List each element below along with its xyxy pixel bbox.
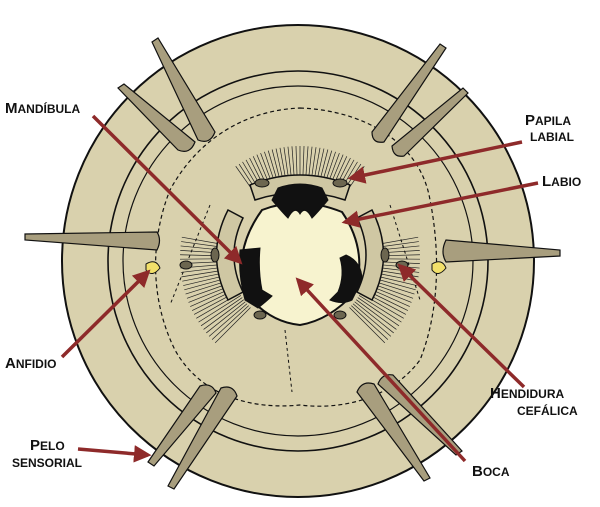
- label-anfidio: ANFIDIO: [5, 355, 57, 372]
- label-boca: BOCA: [472, 463, 510, 480]
- papilla-4: [380, 247, 390, 263]
- hatch-line: [275, 148, 284, 180]
- pointer-arrows: [60, 114, 539, 463]
- seta-left: [24, 231, 161, 251]
- arrow-labio: [341, 181, 539, 228]
- hatch-line: [354, 301, 394, 334]
- mandible-left: [239, 247, 273, 309]
- hatch-line: [325, 151, 336, 183]
- sensory-setae: [24, 37, 561, 490]
- hatch-line: [351, 305, 389, 340]
- papilla-7: [179, 260, 193, 270]
- hatch-line: [322, 150, 333, 182]
- hatch-line: [206, 301, 246, 334]
- seta-top-left-2: [117, 83, 196, 152]
- hatch-line: [283, 147, 289, 179]
- hatch-line: [349, 307, 386, 344]
- hatch-line: [264, 151, 275, 183]
- mandible-dorsal: [271, 183, 329, 219]
- arrow-pelo: [77, 445, 152, 463]
- hatch-line: [302, 146, 305, 179]
- label-pelo-sensorial: PELO SENSORIAL: [12, 437, 82, 470]
- hatch-line: [279, 147, 287, 180]
- seta-bottom-left-2: [167, 386, 238, 490]
- hatch-line: [295, 146, 298, 179]
- hatch-line: [313, 147, 321, 180]
- head-ring-middle: [107, 70, 489, 452]
- hatch-line: [356, 299, 397, 330]
- hatch-line: [200, 297, 243, 327]
- hatch-line: [208, 303, 248, 337]
- papilla-6: [333, 310, 347, 320]
- lateral-dashed-lines: [169, 204, 421, 393]
- label-labio: LABIO: [542, 173, 581, 190]
- labial-papillae: [179, 178, 409, 320]
- hatch-line: [211, 305, 249, 340]
- amphid-right: [431, 261, 447, 274]
- amphids: [145, 261, 447, 274]
- hatch-line: [291, 146, 295, 179]
- seta-bottom-left-1: [147, 384, 217, 467]
- arrow-mandibula: [91, 114, 243, 265]
- seta-top-left-1: [151, 37, 216, 142]
- hatch-line: [357, 297, 400, 327]
- papilla-3: [210, 247, 220, 263]
- arrow-boca: [295, 277, 467, 463]
- hatch-line: [287, 146, 292, 179]
- label-hendidura-cefalica: HENDIDURA CEFÁLICA: [490, 385, 578, 418]
- arrow-hendidura: [397, 263, 526, 389]
- hatch-line: [308, 146, 313, 179]
- hatch-line: [305, 146, 309, 179]
- hatch-line: [319, 149, 329, 181]
- seta-bottom-right-1: [356, 382, 431, 482]
- hatch-line: [203, 299, 244, 330]
- hatch-line: [358, 295, 402, 323]
- hatch-line: [352, 303, 392, 337]
- seta-top-right-2: [391, 87, 469, 157]
- seta-top-right-1: [371, 43, 447, 143]
- hatch-line: [267, 150, 278, 182]
- mandible-right: [329, 254, 363, 303]
- mandibles: [239, 183, 363, 309]
- lip-right: [356, 208, 385, 302]
- hatch-line: [271, 149, 281, 181]
- hatch-line: [214, 307, 251, 344]
- hatch-line: [198, 295, 242, 323]
- label-mandibula: MANDÍBULA: [5, 100, 80, 117]
- hatch-line: [311, 147, 317, 179]
- arrow-papila: [347, 140, 523, 184]
- arrow-anfidio: [60, 269, 151, 359]
- papilla-2: [332, 178, 348, 188]
- papilla-1: [254, 178, 270, 188]
- hatch-line: [316, 148, 325, 180]
- label-papila-labial: PAPILA LABIAL: [525, 112, 575, 144]
- papilla-5: [253, 310, 267, 320]
- seta-right: [442, 239, 561, 263]
